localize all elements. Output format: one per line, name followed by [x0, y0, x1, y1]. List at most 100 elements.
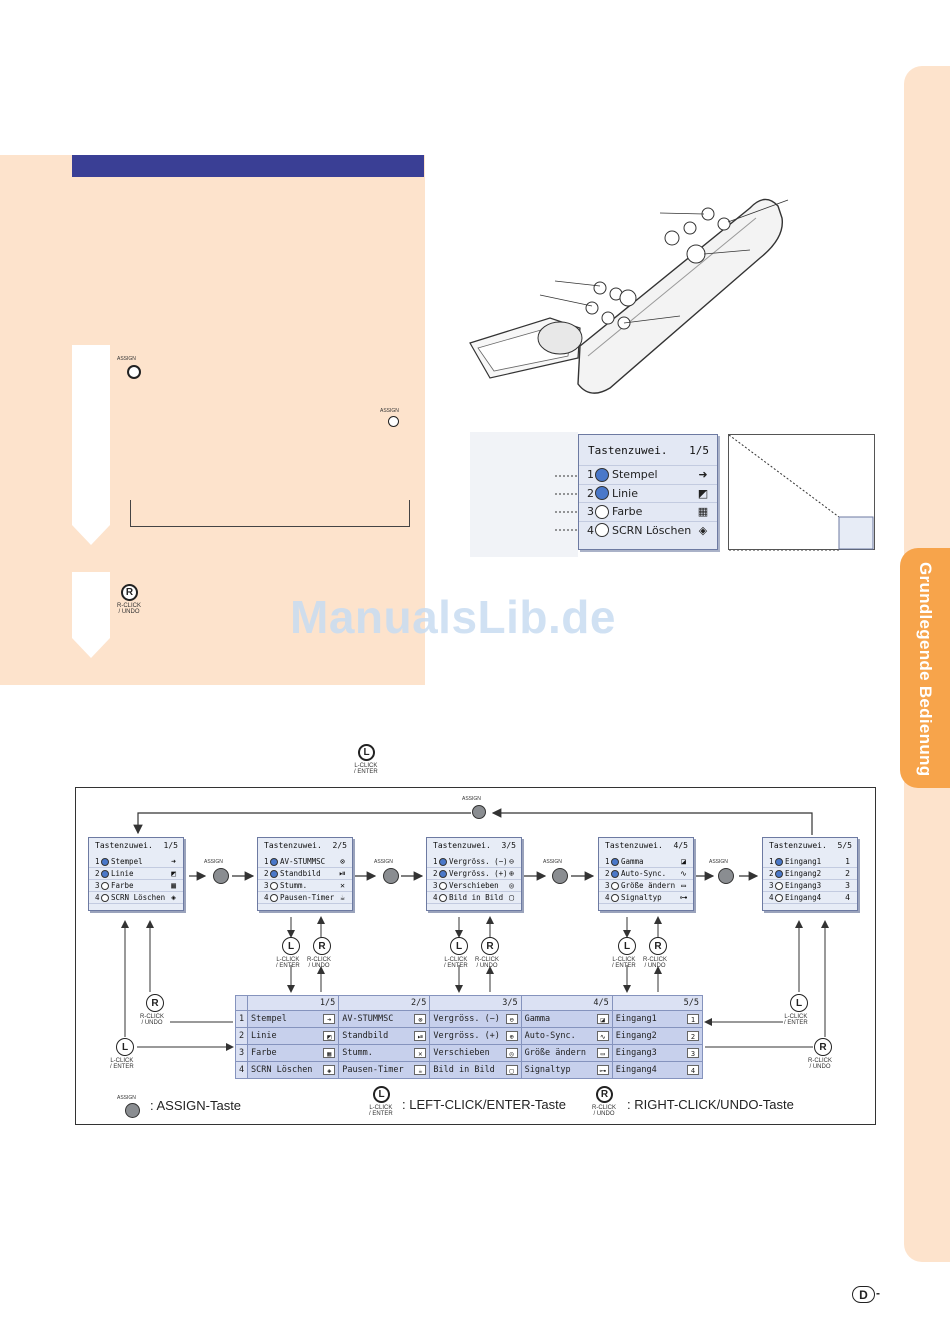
big-menu-title: Tastenzuwei. [588, 444, 668, 457]
l-button-right-label: L-CLICK/ ENTER [784, 1014, 808, 1027]
row-label: Eingang4 [785, 893, 822, 902]
color-icon: ▦ [697, 505, 709, 519]
table-cell: Bild in Bild ▢ [429, 1061, 522, 1079]
row-label: Gamma [621, 857, 644, 866]
row-number: 2 [605, 869, 610, 878]
page-header: 1/5 [247, 995, 340, 1011]
legend-r-icon: R [596, 1086, 613, 1103]
page-header: 5/5 [611, 995, 704, 1011]
page-marker: D [852, 1286, 875, 1303]
row-label: Standbild [280, 869, 321, 878]
row-number: 4 [95, 893, 100, 902]
cell-label: Gamma [524, 1014, 551, 1024]
assign-button-1 [213, 868, 229, 884]
function-icon: ⊶ [596, 1065, 609, 1075]
cell-label: Bild in Bild [433, 1065, 495, 1075]
table-cell: Vergröss. (+) ⊕ [429, 1027, 522, 1045]
cell-label: Linie [251, 1031, 277, 1041]
menu-row: 1 Gamma ◪ [599, 856, 693, 868]
table-cell: Gamma ◪ [520, 1010, 613, 1028]
function-icon: ◈ [171, 893, 176, 902]
function-icon: ▢ [505, 1065, 518, 1075]
function-icon: ◪ [681, 857, 686, 866]
l-button-2: L [450, 937, 468, 955]
cell-label: Pausen-Timer [342, 1065, 404, 1075]
assign-button-4 [718, 868, 734, 884]
selection-dot [101, 869, 109, 878]
selection-dot [595, 467, 609, 482]
row-label: Verschieben [449, 881, 499, 890]
r-button-left: R [146, 994, 164, 1012]
function-icon: ▦ [323, 1048, 336, 1058]
assign-button-top [472, 805, 486, 819]
function-icon: ⏯ [339, 869, 346, 878]
r-button-1-label: R-CLICK/ UNDO [307, 957, 332, 970]
table-cell: AV-STUMMSC⊗ [338, 1010, 431, 1028]
row-number: 4 [433, 893, 438, 902]
cell-label: Eingang4 [615, 1065, 657, 1075]
selection-dot [611, 869, 619, 878]
menu-title-bar: Tastenzuwei.1/5 [89, 838, 183, 852]
row-number: 2 [587, 486, 594, 500]
function-icon: ◈ [323, 1065, 336, 1075]
r-button-label: R-CLICK/ UNDO [117, 603, 142, 616]
cell-label: Verschieben [433, 1048, 490, 1058]
page-header: 3/5 [429, 995, 522, 1011]
legend-l-icon: L [373, 1086, 390, 1103]
function-icon: ⏯ [414, 1031, 427, 1041]
selection-dot [775, 881, 783, 890]
table-cell: Größe ändern▭ [520, 1044, 613, 1062]
row-label: Eingang2 [785, 869, 822, 878]
row-number: 4 [769, 893, 774, 902]
cell-label: AV-STUMMSC [342, 1014, 394, 1024]
row-label: Linie [111, 869, 134, 878]
row-label: Eingang1 [785, 857, 822, 866]
menu-title: Tastenzuwei. [769, 841, 827, 850]
row-label: Farbe [111, 881, 134, 890]
function-icon: ▢ [509, 893, 514, 902]
page-header: 4/5 [520, 995, 613, 1011]
menu-row: 4 Eingang4 4 [763, 892, 857, 904]
legend-assign-icon [125, 1103, 140, 1118]
function-icon: ☕ [340, 893, 345, 902]
function-icon: ◩ [171, 869, 176, 878]
function-icon: ✕ [340, 881, 345, 890]
assignment-diagram-frame [75, 787, 876, 1125]
selection-dot [101, 881, 109, 890]
function-icon: ▭ [596, 1048, 609, 1058]
cell-label: Vergröss. (+) [433, 1031, 500, 1041]
row-number: 4 [264, 893, 269, 902]
function-icon: ◪ [596, 1014, 609, 1024]
table-cell: Farbe▦ [247, 1044, 340, 1062]
function-icon: ◩ [323, 1031, 336, 1041]
table-cell: Vergröss. (−)⊖ [429, 1010, 522, 1028]
row-label: Bild in Bild [449, 893, 504, 902]
chapter-tab[interactable] [900, 548, 950, 788]
table-cell: Verschieben◎ [429, 1044, 522, 1062]
function-icon: ⊕ [505, 1031, 518, 1041]
menu-page: 1/5 [163, 841, 178, 850]
table-cell: Stumm.✕ [338, 1044, 431, 1062]
r-button-3: R [649, 937, 667, 955]
menu-title: Tastenzuwei. [264, 841, 322, 850]
table-cell: Pausen-Timer☕ [338, 1061, 431, 1079]
function-icon: 4 [845, 893, 850, 902]
selection-dot [270, 881, 278, 890]
row-number: 3 [605, 881, 610, 890]
row-number: 1 [433, 857, 438, 866]
row-number: 3 [769, 881, 774, 890]
row-number: 1 [605, 857, 610, 866]
